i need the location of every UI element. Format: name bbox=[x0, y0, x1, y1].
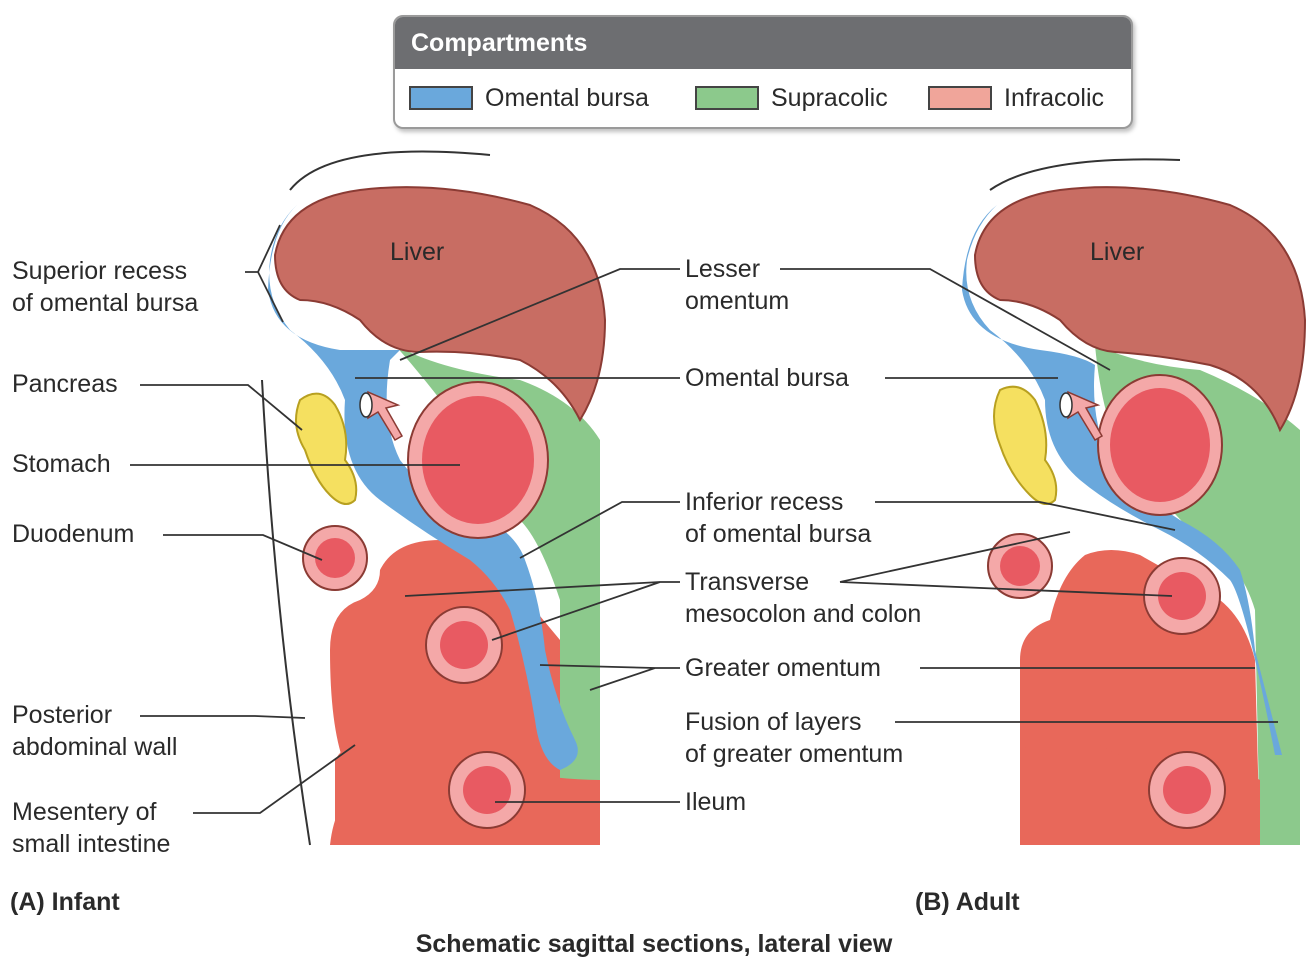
panel-label-adult: (B) Adult bbox=[915, 886, 1020, 918]
legend-title: Compartments bbox=[395, 17, 1131, 69]
label-superior-recess: Superior recess of omental bursa bbox=[12, 255, 198, 319]
legend-item-infracolic: Infracolic bbox=[928, 81, 1104, 115]
legend: Compartments Omental bursa Supracolic In… bbox=[393, 15, 1133, 129]
diaphragm-arc-adult bbox=[990, 159, 1180, 190]
duodenum-lumen-infant bbox=[315, 538, 355, 578]
legend-label-infracolic: Infracolic bbox=[1004, 82, 1104, 114]
posterior-wall-line-infant bbox=[262, 380, 310, 845]
label-pancreas: Pancreas bbox=[12, 368, 118, 400]
legend-swatch-omental-bursa bbox=[409, 86, 473, 110]
legend-swatch-infracolic bbox=[928, 86, 992, 110]
stomach-lumen-infant bbox=[422, 396, 534, 524]
bursa-opening-infant bbox=[360, 393, 372, 417]
label-stomach: Stomach bbox=[12, 448, 111, 480]
label-posterior-wall: Posterior abdominal wall bbox=[12, 699, 177, 763]
diaphragm-arc-infant bbox=[290, 152, 490, 190]
transverse-colon-lumen-infant bbox=[440, 621, 488, 669]
liver-label-infant: Liver bbox=[390, 236, 444, 268]
label-fusion: Fusion of layers of greater omentum bbox=[685, 706, 903, 770]
legend-label-supracolic: Supracolic bbox=[771, 82, 888, 114]
legend-item-supracolic: Supracolic bbox=[695, 81, 888, 115]
legend-item-omental-bursa: Omental bursa bbox=[409, 81, 649, 115]
label-duodenum: Duodenum bbox=[12, 518, 134, 550]
ileum-lumen-adult bbox=[1163, 766, 1211, 814]
label-mesentery: Mesentery of small intestine bbox=[12, 796, 170, 860]
stomach-lumen-adult bbox=[1110, 388, 1210, 502]
panel-label-infant: (A) Infant bbox=[10, 886, 120, 918]
label-greater-omentum: Greater omentum bbox=[685, 652, 881, 684]
leader-duodenum bbox=[163, 535, 322, 560]
ileum-lumen-infant bbox=[463, 766, 511, 814]
label-lesser-omentum: Lesser omentum bbox=[685, 253, 789, 317]
label-transverse: Transverse mesocolon and colon bbox=[685, 566, 921, 630]
label-ileum: Ileum bbox=[685, 786, 746, 818]
leader-pancreas bbox=[140, 385, 302, 430]
label-omental-bursa: Omental bursa bbox=[685, 362, 849, 394]
label-inferior-recess: Inferior recess of omental bursa bbox=[685, 486, 871, 550]
leader-mesentery bbox=[193, 745, 355, 813]
legend-swatch-supracolic bbox=[695, 86, 759, 110]
liver-label-adult: Liver bbox=[1090, 236, 1144, 268]
duodenum-lumen-adult bbox=[1000, 546, 1040, 586]
bursa-opening-adult bbox=[1060, 393, 1072, 417]
legend-label-omental-bursa: Omental bursa bbox=[485, 82, 649, 114]
figure-caption: Schematic sagittal sections, lateral vie… bbox=[0, 928, 1308, 960]
